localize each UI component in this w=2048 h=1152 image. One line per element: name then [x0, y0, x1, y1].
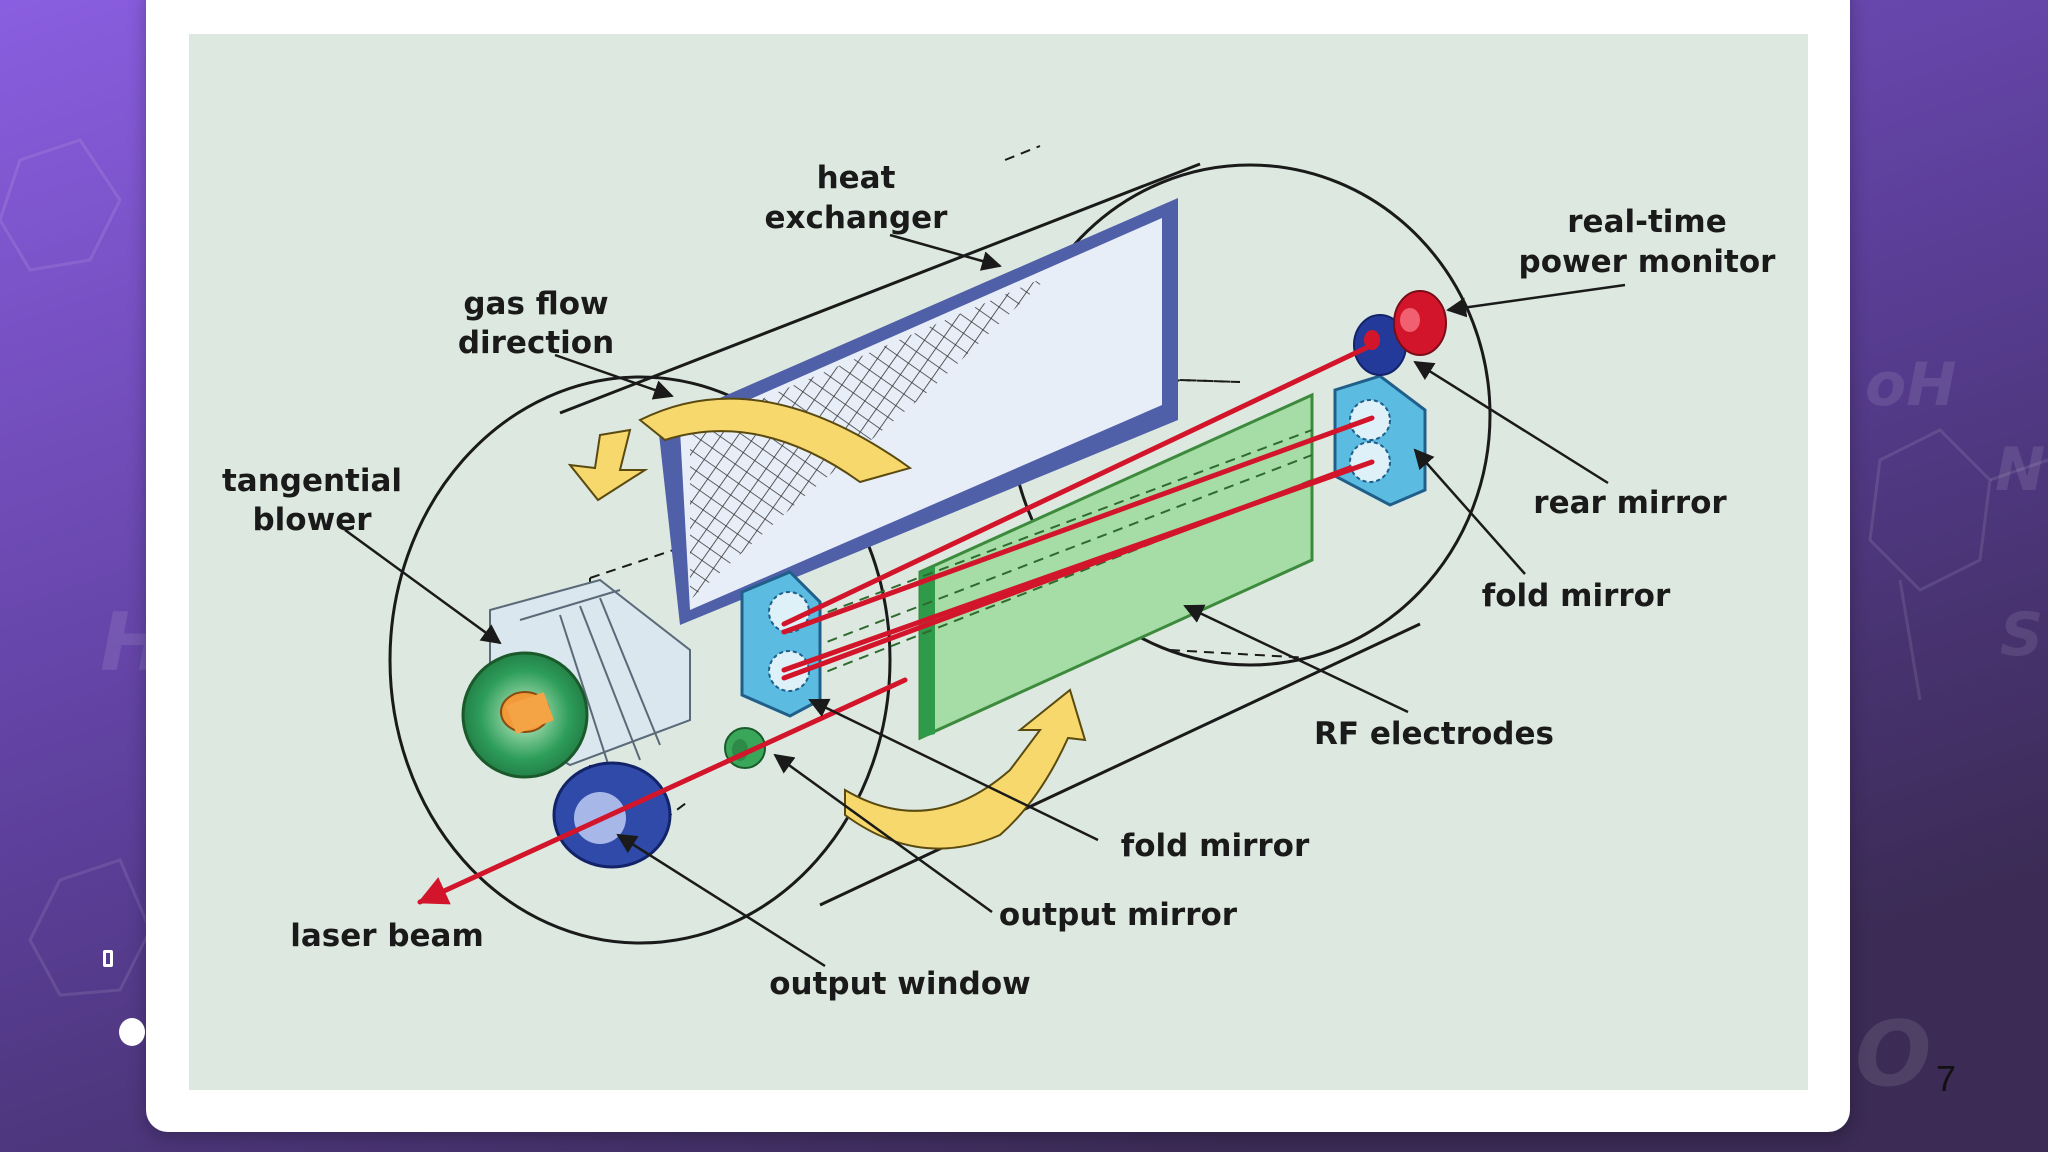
- label-fold-mirror-bottom: fold mirror: [1121, 828, 1310, 864]
- label-laser-beam: laser beam: [290, 918, 484, 954]
- label-fold-mirror-right: fold mirror: [1482, 578, 1671, 614]
- label-rf-electrodes: RF electrodes: [1314, 716, 1554, 752]
- label-power-monitor-line1: real-time: [1567, 204, 1727, 240]
- svg-text:O: O: [1855, 1002, 1932, 1107]
- slide-nav-icon[interactable]: [103, 950, 113, 967]
- gas-return-arrow: [844, 688, 1087, 850]
- front-fold-mirror: [740, 570, 822, 718]
- label-gas-flow-line2: direction: [458, 325, 614, 361]
- label-heat-exchanger-line1: heat: [817, 160, 896, 196]
- page-number: 7: [1936, 1058, 1957, 1099]
- tangential-blower: [461, 578, 691, 779]
- label-output-window: output window: [769, 966, 1031, 1002]
- laser-beam-path: [417, 344, 1375, 905]
- label-output-mirror: output mirror: [999, 897, 1238, 933]
- diagram-labels: heat exchanger real-time power monitor g…: [222, 160, 1776, 1002]
- heat-exchanger: [658, 198, 1178, 625]
- gas-flow-arrow: [567, 397, 913, 502]
- label-rear-mirror: rear mirror: [1533, 485, 1727, 521]
- svg-text:N: N: [1995, 435, 2045, 505]
- leader-lines: [344, 233, 1626, 968]
- co2-laser-diagram: heat exchanger real-time power monitor g…: [189, 34, 1808, 1090]
- rear-fold-mirror: [1333, 374, 1427, 507]
- label-gas-flow-line1: gas flow: [463, 286, 608, 322]
- label-power-monitor-line2: power monitor: [1519, 244, 1777, 280]
- power-monitor: [1393, 290, 1447, 356]
- label-tangential-blower-line2: blower: [252, 502, 372, 538]
- slide-dot-icon[interactable]: [119, 1018, 145, 1046]
- svg-text:S: S: [2000, 600, 2043, 670]
- label-heat-exchanger-line2: exchanger: [765, 200, 949, 236]
- svg-text:oH: oH: [1865, 350, 1956, 420]
- label-tangential-blower-line1: tangential: [222, 463, 402, 499]
